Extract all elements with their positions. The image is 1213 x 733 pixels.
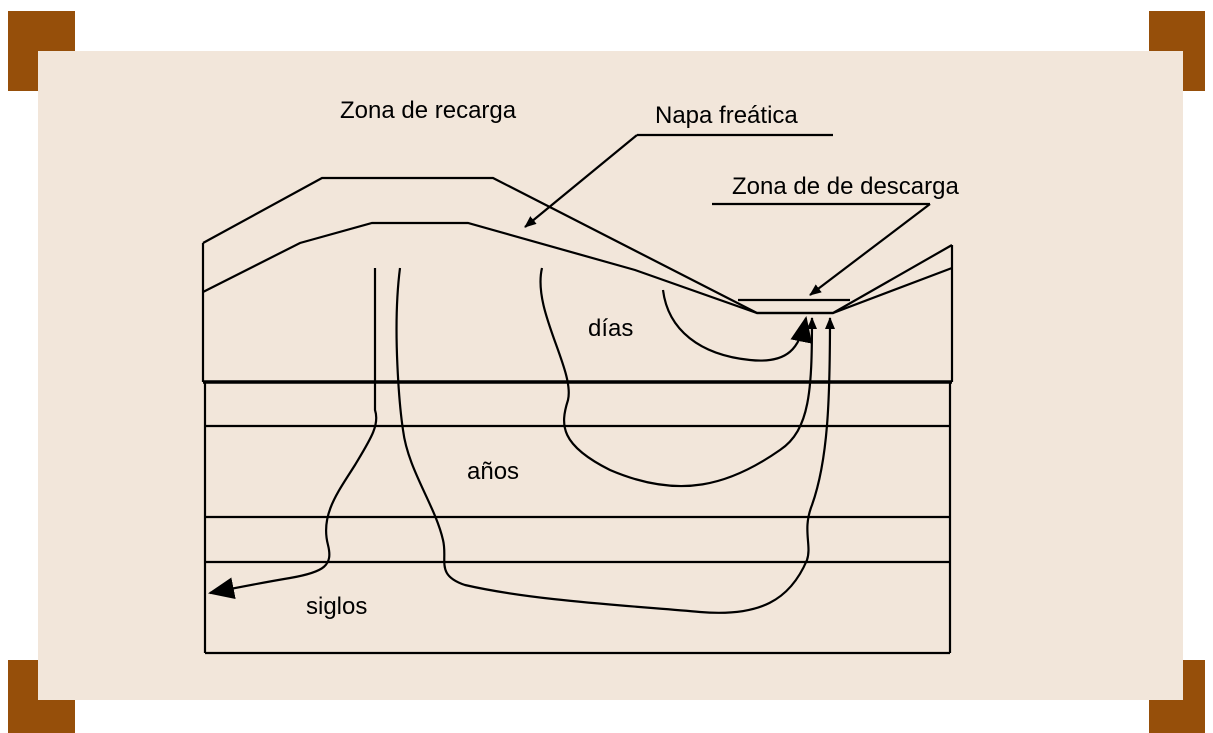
recharge-zone-label: Zona de recarga: [340, 97, 517, 124]
years-label: años: [467, 458, 519, 485]
days-label: días: [588, 315, 633, 342]
flow-path-years: [539, 267, 817, 488]
flow-path-days: [661, 289, 813, 362]
water-table-pointer: [524, 134, 638, 228]
flow-path-centuries-short: [208, 268, 378, 600]
centuries-label: siglos: [306, 593, 367, 620]
discharge-zone-pointer: [809, 203, 931, 296]
flow-path-centuries-long: [395, 267, 835, 614]
ground-surface-line: [202, 176, 953, 315]
water-table-line: [202, 221, 953, 315]
discharge-zone-label: Zona de de descarga: [732, 173, 959, 200]
water-table-label: Napa freática: [655, 102, 798, 129]
